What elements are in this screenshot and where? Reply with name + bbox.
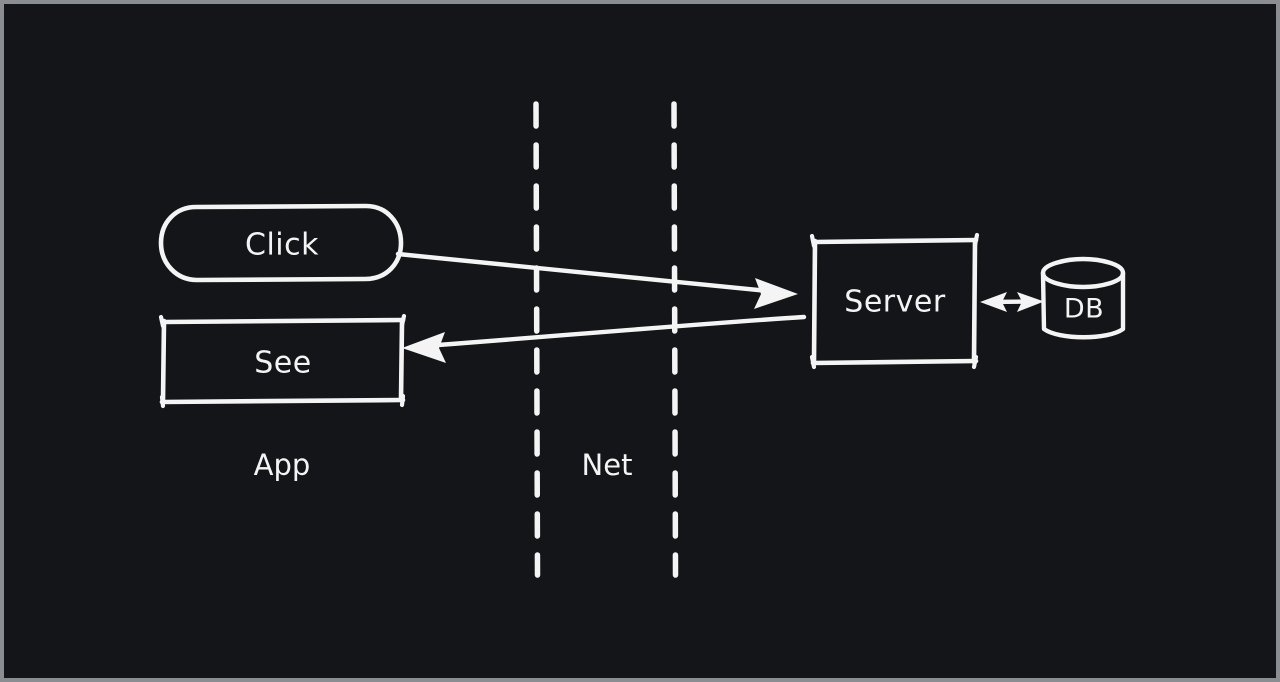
edge-server-db[interactable] [980, 292, 1044, 312]
node-see[interactable]: See [158, 313, 407, 409]
edge-click-to-server[interactable] [395, 251, 798, 309]
edge-server-to-see[interactable] [402, 314, 807, 363]
divider-right [671, 101, 679, 578]
node-server[interactable]: Server [809, 232, 980, 370]
node-click[interactable]: Click [158, 203, 404, 283]
zone-label-net: Net [582, 448, 633, 482]
node-server-label: Server [844, 285, 946, 320]
sketch-canvas: Click See [4, 4, 1276, 678]
node-click-label: Click [245, 228, 319, 263]
diagram-svg: Click See [158, 101, 1126, 578]
node-see-label: See [254, 346, 311, 381]
node-db-label: DB [1064, 294, 1104, 325]
zone-label-app: App [254, 448, 311, 482]
node-db[interactable]: DB [1040, 256, 1126, 340]
divider-left [533, 101, 541, 578]
